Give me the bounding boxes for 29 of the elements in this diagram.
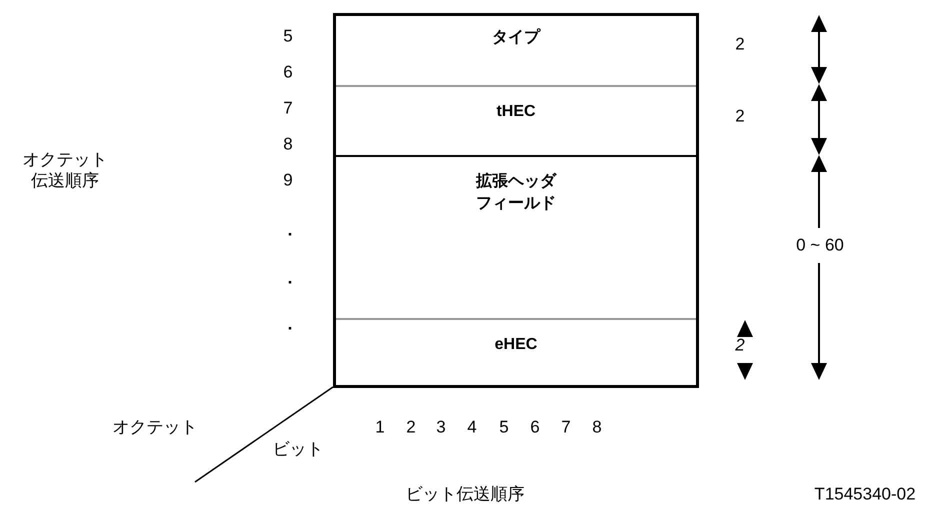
field-name: eHEC [494, 335, 538, 355]
octet-number: 7 [283, 97, 293, 119]
axis-label: オクテット伝送順序 [22, 148, 108, 192]
figure-id: T1545340-02 [814, 483, 916, 505]
octet-number: 5 [283, 25, 293, 47]
bit-number: 4 [467, 416, 477, 438]
ellipsis-dot: . [288, 313, 292, 335]
field-name: 拡張ヘッダフィールド [474, 172, 558, 214]
ellipsis-dot: . [288, 219, 292, 241]
axis-label: オクテット [112, 416, 198, 438]
bit-number: 5 [499, 416, 509, 438]
octet-number: 8 [283, 133, 293, 155]
bit-number: 2 [406, 416, 416, 438]
octet-number: 6 [283, 61, 293, 83]
axis-label: ビット [272, 438, 324, 460]
byte-count: 2 [735, 33, 745, 55]
axis-label: ビット伝送順序 [406, 483, 524, 505]
byte-count: 0 ~ 60 [796, 234, 844, 256]
bit-number: 1 [375, 416, 385, 438]
bit-number: 8 [592, 416, 602, 438]
bit-number: 3 [436, 416, 446, 438]
octet-number: 9 [283, 169, 293, 191]
byte-count: 2 [735, 105, 745, 127]
bit-number: 7 [561, 416, 571, 438]
field-name: タイプ [492, 27, 540, 48]
byte-count: 2 [735, 334, 745, 356]
bit-number: 6 [530, 416, 540, 438]
ellipsis-dot: . [288, 267, 292, 289]
field-name: tHEC [496, 102, 536, 122]
